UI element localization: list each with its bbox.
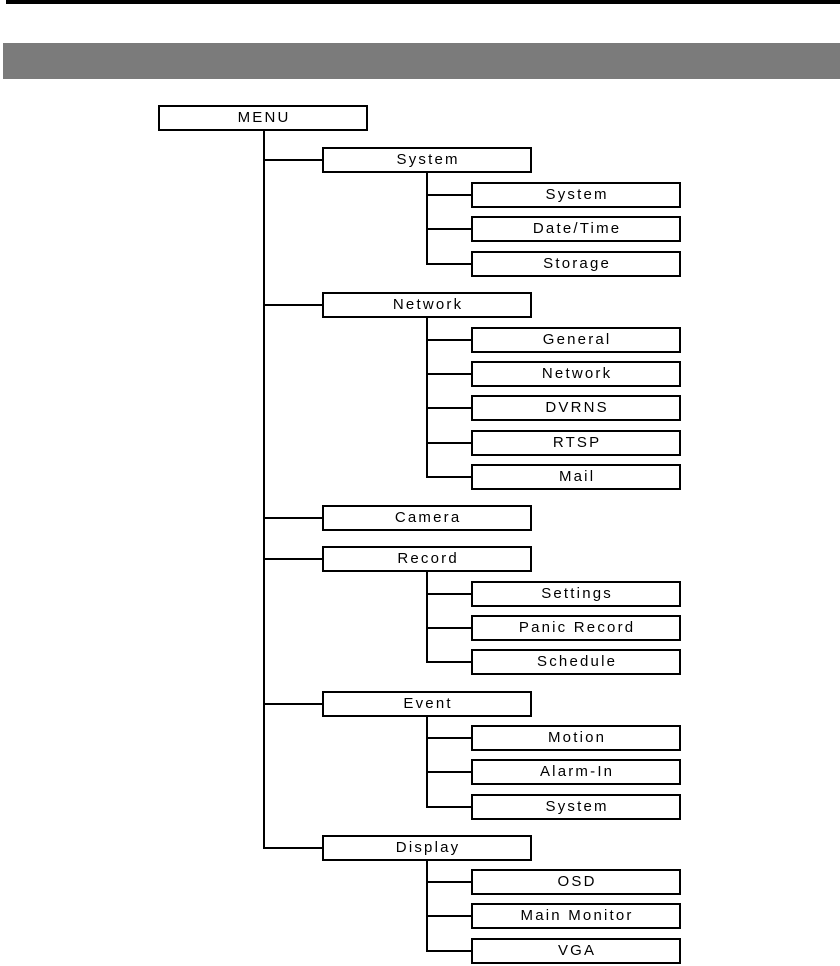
page-header-band (3, 43, 840, 79)
child-box-system-label: System (545, 798, 609, 815)
connector-to-dvrns (426, 407, 471, 409)
connector-to-motion (426, 737, 471, 739)
record-trunk-line (426, 572, 428, 663)
child-box-settings: Settings (471, 581, 681, 607)
category-box-display: Display (322, 835, 532, 861)
connector-to-storage (426, 263, 471, 265)
connector-to-system (263, 159, 322, 161)
child-box-dvrns: DVRNS (471, 395, 681, 421)
child-box-dvrns-label: DVRNS (545, 399, 609, 416)
connector-to-osd (426, 881, 471, 883)
child-box-motion-label: Motion (547, 729, 607, 746)
child-box-system: System (471, 182, 681, 208)
connector-to-system (426, 194, 471, 196)
category-box-record-label: Record (397, 550, 459, 567)
connector-to-event (263, 703, 322, 705)
connector-to-system (426, 806, 471, 808)
connector-to-alarm-in (426, 771, 471, 773)
child-box-system-label: System (545, 186, 609, 203)
child-box-network-label: Network (541, 365, 613, 382)
menu-root-box-label: MENU (237, 109, 291, 126)
category-box-event: Event (322, 691, 532, 717)
connector-to-general (426, 339, 471, 341)
display-trunk-line (426, 861, 428, 952)
child-box-panic-record-label: Panic Record (518, 619, 636, 636)
child-box-main-monitor: Main Monitor (471, 903, 681, 929)
child-box-settings-label: Settings (541, 585, 613, 602)
connector-to-record (263, 558, 322, 560)
child-box-osd-label: OSD (557, 873, 597, 890)
child-box-date-time: Date/Time (471, 216, 681, 242)
child-box-rtsp: RTSP (471, 430, 681, 456)
child-box-mail-label: Mail (558, 468, 596, 485)
main-trunk-line (263, 131, 265, 849)
connector-to-vga (426, 950, 471, 952)
child-box-vga: VGA (471, 938, 681, 964)
connector-to-display (263, 847, 322, 849)
system-trunk-line (426, 173, 428, 265)
menu-root-box: MENU (158, 105, 368, 131)
child-box-osd: OSD (471, 869, 681, 895)
event-trunk-line (426, 717, 428, 808)
connector-to-schedule (426, 661, 471, 663)
connector-to-settings (426, 593, 471, 595)
connector-to-rtsp (426, 442, 471, 444)
child-box-vga-label: VGA (557, 942, 597, 959)
connector-to-network (426, 373, 471, 375)
category-box-camera-label: Camera (394, 509, 462, 526)
category-box-system: System (322, 147, 532, 173)
child-box-date-time-label: Date/Time (532, 220, 622, 237)
category-box-network: Network (322, 292, 532, 318)
category-box-system-label: System (396, 151, 460, 168)
child-box-storage: Storage (471, 251, 681, 277)
child-box-network: Network (471, 361, 681, 387)
child-box-schedule: Schedule (471, 649, 681, 675)
connector-to-network (263, 304, 322, 306)
child-box-system: System (471, 794, 681, 820)
page-top-rule (6, 0, 840, 4)
network-trunk-line (426, 318, 428, 478)
category-box-camera: Camera (322, 505, 532, 531)
child-box-general-label: General (542, 331, 612, 348)
connector-to-main-monitor (426, 915, 471, 917)
connector-to-mail (426, 476, 471, 478)
child-box-storage-label: Storage (543, 255, 612, 272)
category-box-network-label: Network (392, 296, 464, 313)
child-box-main-monitor-label: Main Monitor (520, 907, 634, 924)
connector-to-date-time (426, 228, 471, 230)
connector-to-panic-record (426, 627, 471, 629)
category-box-event-label: Event (403, 695, 453, 712)
child-box-mail: Mail (471, 464, 681, 490)
child-box-schedule-label: Schedule (537, 653, 618, 670)
category-box-record: Record (322, 546, 532, 572)
child-box-general: General (471, 327, 681, 353)
child-box-alarm-in-label: Alarm-In (539, 763, 615, 780)
connector-to-camera (263, 517, 322, 519)
child-box-alarm-in: Alarm-In (471, 759, 681, 785)
child-box-panic-record: Panic Record (471, 615, 681, 641)
child-box-rtsp-label: RTSP (552, 434, 602, 451)
child-box-motion: Motion (471, 725, 681, 751)
category-box-display-label: Display (395, 839, 461, 856)
